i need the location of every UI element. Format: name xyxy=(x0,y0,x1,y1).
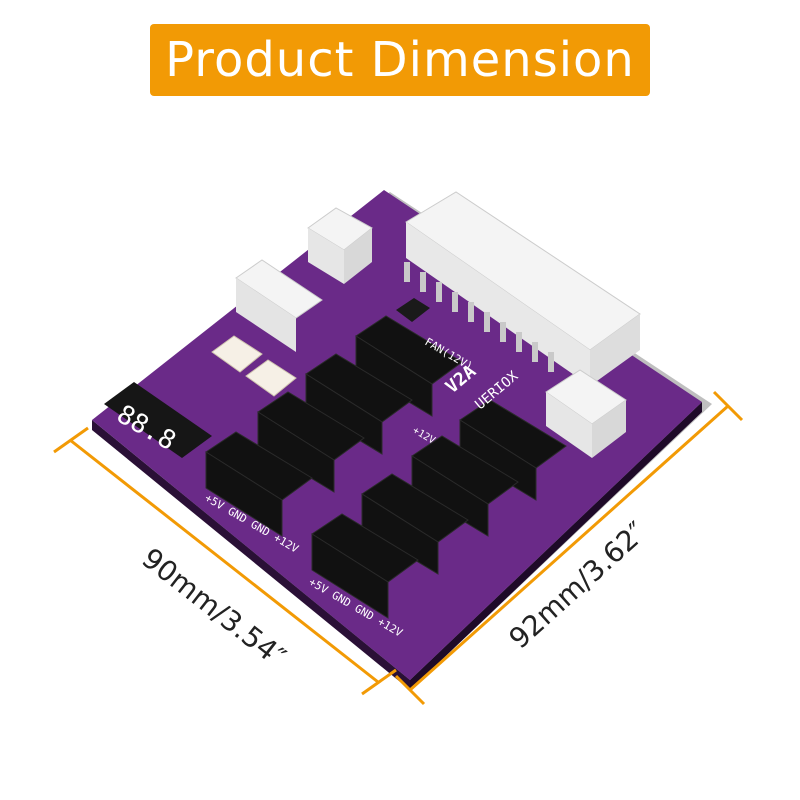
molex-black-connectors xyxy=(205,315,567,619)
atx-24pin-header xyxy=(405,191,641,386)
atx-4pin-header xyxy=(307,207,373,284)
fan-headers xyxy=(211,335,297,397)
header-pins xyxy=(404,262,554,372)
title-text: Product Dimension xyxy=(165,32,635,88)
pcie-6pin-header xyxy=(545,369,627,458)
molex-white-connector xyxy=(235,259,323,352)
board-edge xyxy=(92,420,410,690)
board-edge-right xyxy=(410,402,702,690)
title-banner: Product Dimension xyxy=(150,24,650,96)
black-pin-header xyxy=(396,298,430,322)
